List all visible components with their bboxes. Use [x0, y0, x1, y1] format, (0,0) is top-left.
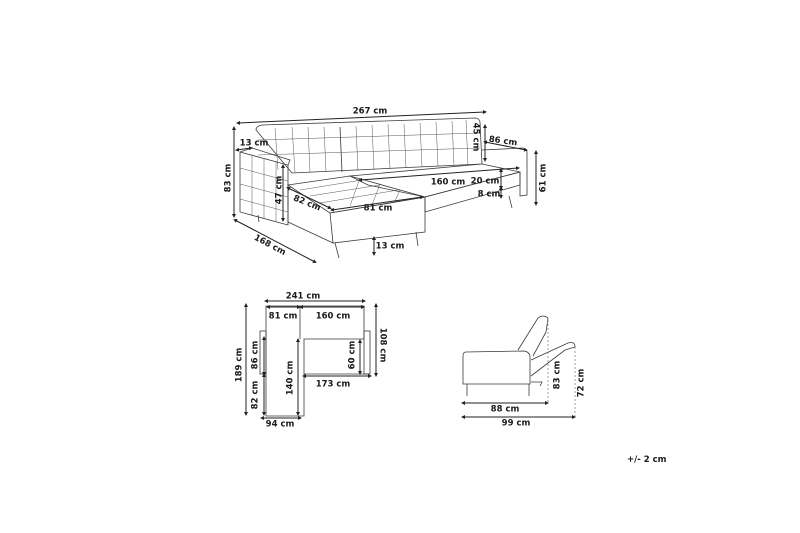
plan-main-seat-depth: 60 cm [348, 341, 358, 370]
plan-chaise-extension: 82 cm [251, 381, 261, 410]
dim-seat-cushion: 20 cm [471, 177, 500, 187]
plan-main-front-width: 173 cm [316, 380, 351, 390]
perspective-view: 267 cm 13 cm 83 cm 45 cm 86 cm 61 cm 160… [224, 107, 549, 263]
backrest-tufting [257, 119, 481, 173]
plan-chaise-outer-width: 94 cm [266, 420, 295, 430]
plan-main-seat-width: 160 cm [316, 312, 351, 322]
dim-main-depth: 86 cm [488, 135, 518, 149]
side-reclined-height: 72 cm [577, 369, 587, 398]
plan-main-depth-right: 108 cm [378, 328, 388, 363]
plan-view: 241 cm 81 cm 160 cm 189 cm 86 cm 82 cm 1… [235, 292, 388, 430]
side-upright-height: 83 cm [553, 361, 563, 390]
dim-main-seat-width: 160 cm [431, 178, 466, 188]
tolerance-note: +/- 2 cm [627, 455, 667, 465]
dim-armrest-width: 13 cm [240, 139, 269, 149]
dim-total-width: 267 cm [353, 107, 388, 117]
dim-chaise-armrest-height: 47 cm [275, 176, 285, 205]
dim-leg-height: 13 cm [376, 242, 405, 252]
side-backrest-reclined [530, 342, 576, 377]
plan-total-width: 241 cm [286, 292, 321, 302]
side-seat [462, 350, 531, 385]
dim-chaise-seat-width: 81 cm [364, 204, 393, 214]
dim-seat-base: 8 cm [478, 190, 501, 200]
side-backrest-upright [517, 315, 549, 357]
dim-total-height: 83 cm [224, 164, 234, 193]
plan-chaise-inner-length: 140 cm [286, 361, 296, 396]
dim-armrest-height: 61 cm [539, 164, 549, 193]
side-reclined-depth: 99 cm [502, 419, 531, 429]
plan-main-depth-left: 86 cm [251, 341, 261, 370]
dim-chaise-length: 168 cm [252, 233, 287, 258]
plan-chaise-width: 81 cm [269, 312, 298, 322]
plan-total-length: 189 cm [235, 348, 245, 383]
side-seat-depth: 88 cm [491, 405, 520, 415]
side-view: 88 cm 99 cm 83 cm 72 cm [461, 315, 587, 429]
dim-backrest-height: 45 cm [471, 123, 481, 152]
sofa-backrest [255, 117, 483, 174]
